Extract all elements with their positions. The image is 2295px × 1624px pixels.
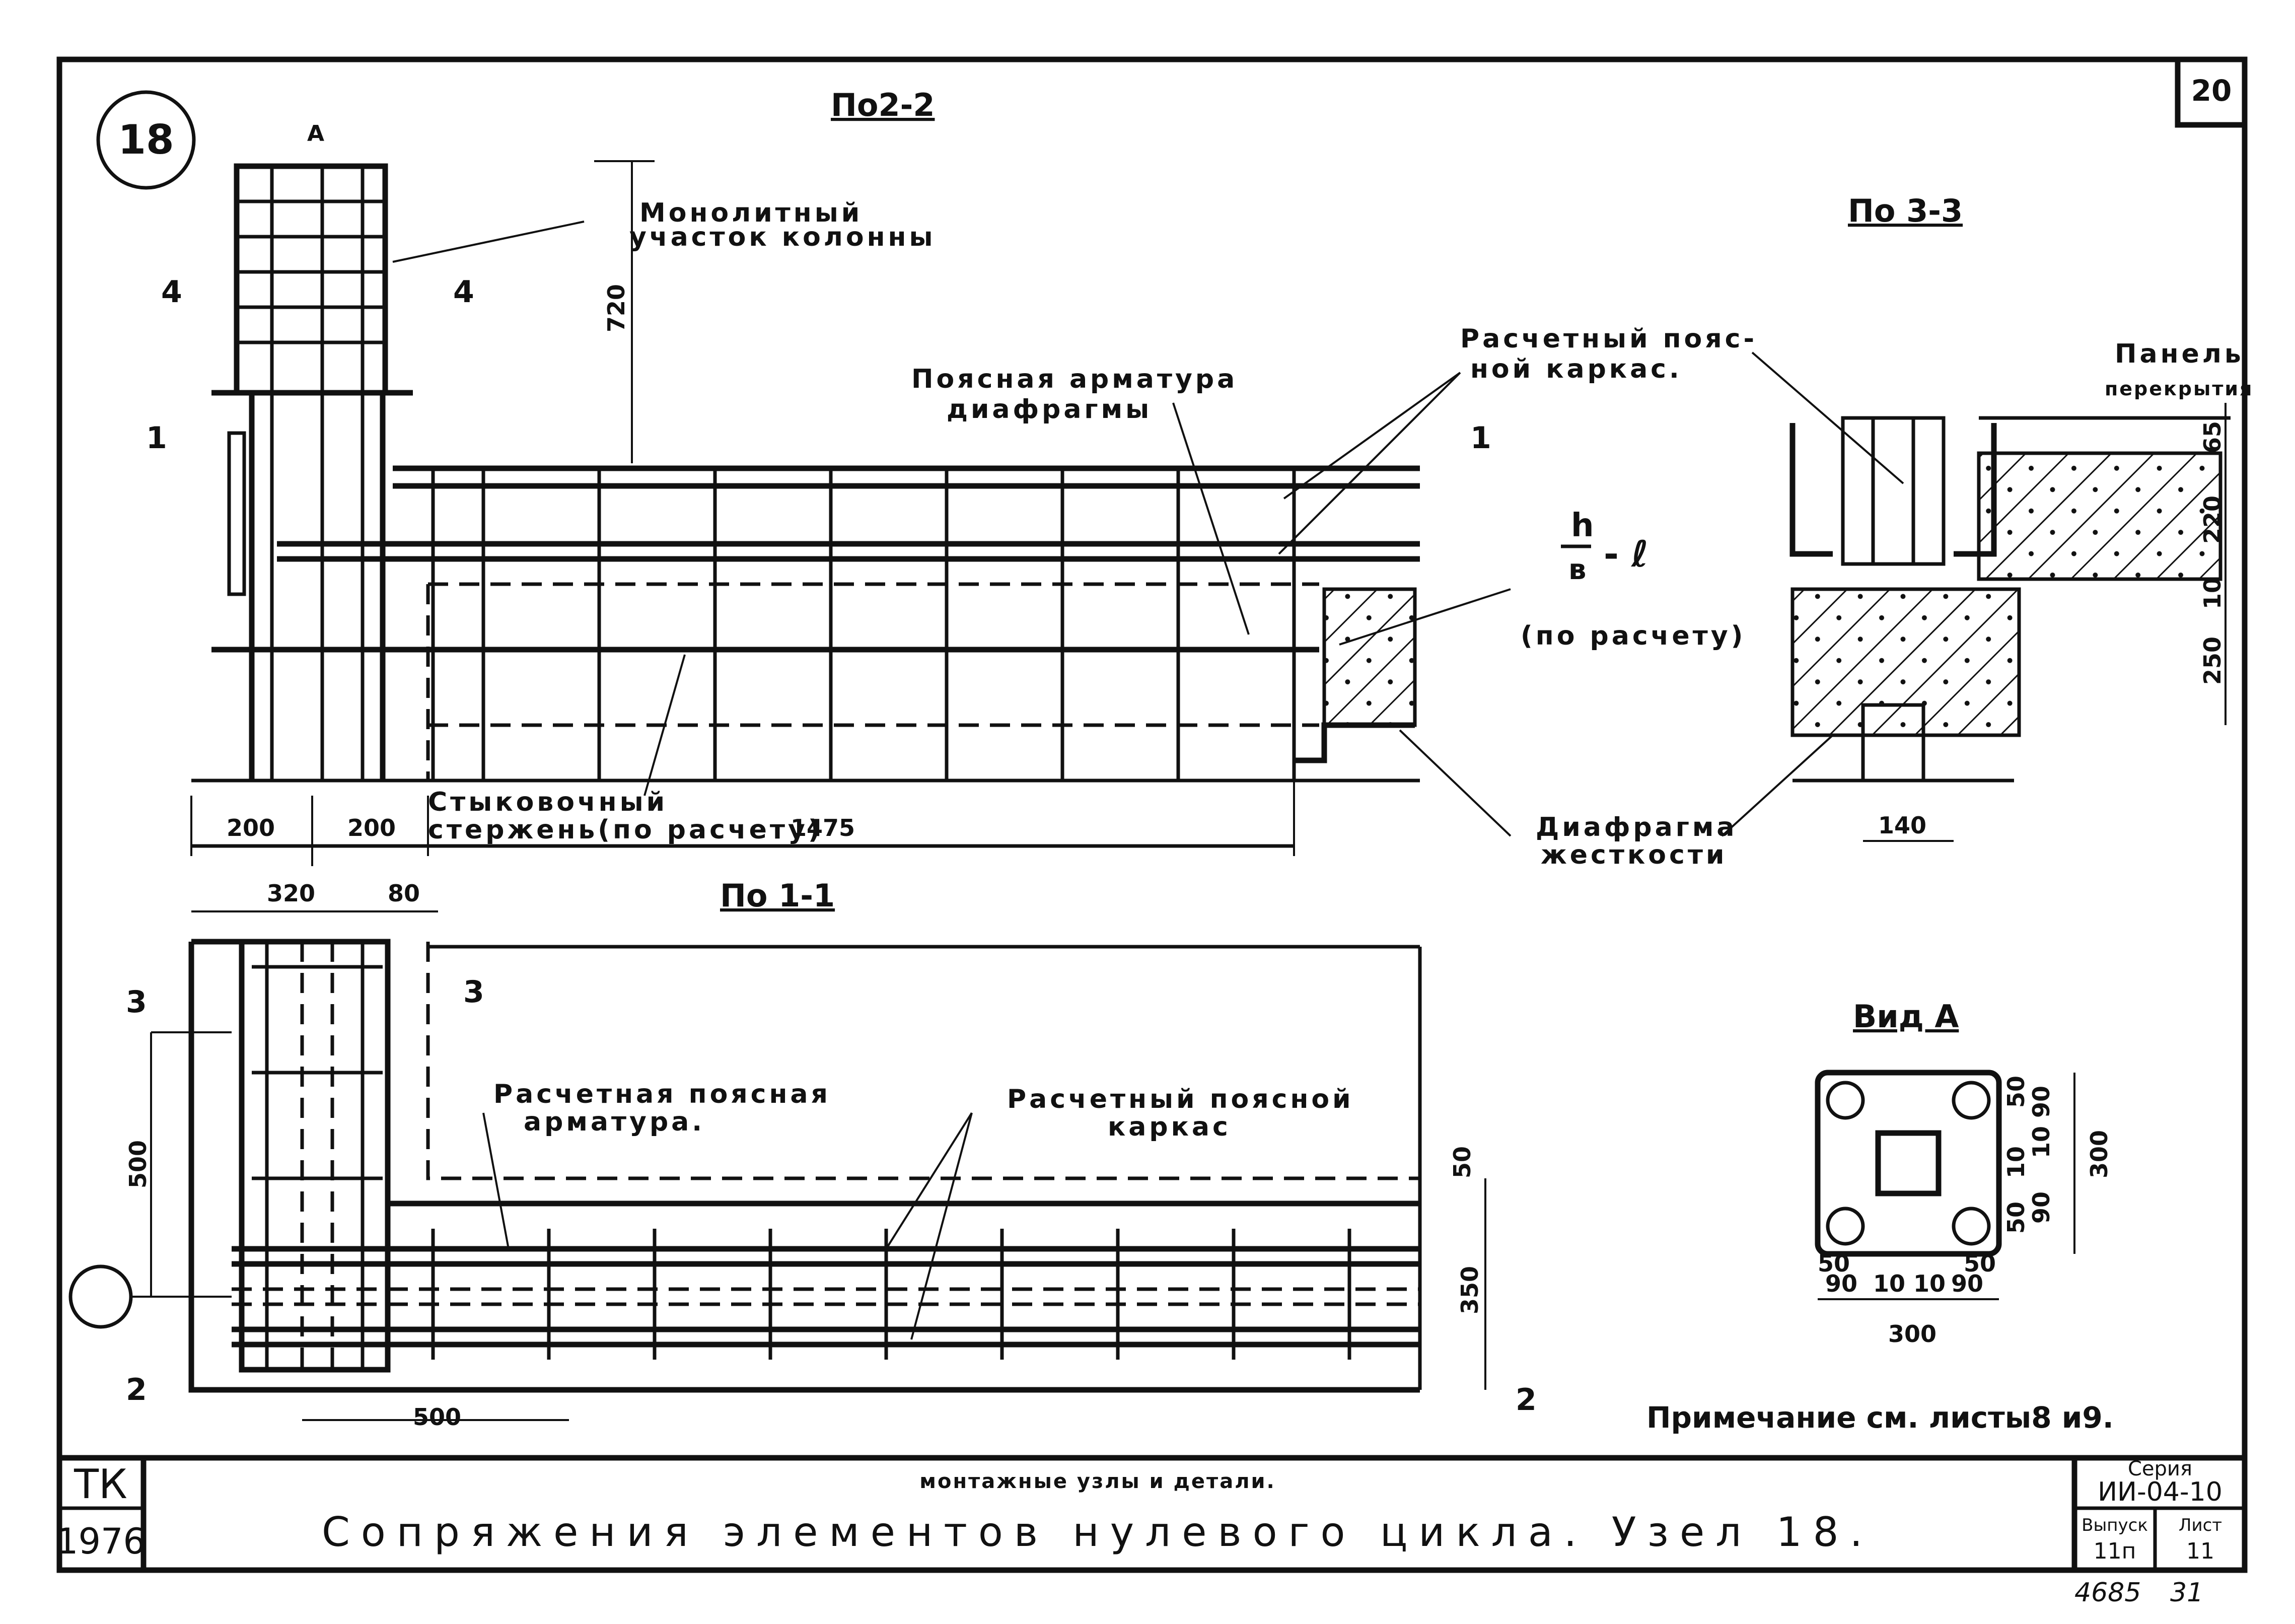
view-a-dim-h50b: 50 xyxy=(1964,1250,1996,1277)
leader-line xyxy=(885,1112,973,1250)
view-a-dim-50b: 50 xyxy=(2002,1202,2030,1234)
leader-line xyxy=(1399,729,1512,837)
label-panel-1: Панель xyxy=(2115,339,2244,369)
mark-2-left: 2 xyxy=(126,1372,147,1407)
sheet-number: 20 xyxy=(2191,74,2232,108)
note: Примечание см. листы8 и9. xyxy=(1646,1400,2114,1435)
label-calc-arm-2: арматура. xyxy=(524,1107,705,1137)
leader-line xyxy=(392,221,585,263)
dim-250: 250 xyxy=(2199,637,2226,685)
dim-200a: 200 xyxy=(227,814,275,841)
label-belt-arm-1: Поясная арматура xyxy=(911,364,1238,394)
dim-1475: 1475 xyxy=(791,814,855,841)
leader-line xyxy=(1721,734,1834,837)
dim-350: 350 xyxy=(1456,1266,1483,1314)
leader-line xyxy=(643,654,686,796)
label-diaphragm-2: жесткости xyxy=(1541,840,1727,870)
leader-line xyxy=(1172,402,1250,635)
label-joint-1: Стыковочный xyxy=(428,787,668,817)
view-a-dim-h90b: 90 xyxy=(1951,1270,1983,1297)
view-a-dim-h90a: 90 xyxy=(1825,1270,1857,1297)
label-panel-2: перекрытия xyxy=(2105,378,2253,400)
title-block-series: ИИ-04-10 xyxy=(2098,1477,2222,1507)
dim-200b: 200 xyxy=(347,814,396,841)
dim-500-vertical: 500 xyxy=(124,1140,152,1188)
section-title-view-a: Вид А xyxy=(1853,998,1959,1035)
sheet-number-box xyxy=(2175,56,2248,128)
label-joint-2: стержень(по расчету) xyxy=(428,815,823,845)
view-a-dim-10b: 10 xyxy=(2002,1146,2030,1178)
dim-320: 320 xyxy=(267,880,315,907)
mark-4-left: 4 xyxy=(161,274,182,310)
mark-a: А xyxy=(307,121,324,147)
title-block-subtitle: монтажные узлы и детали. xyxy=(919,1470,1275,1493)
dim-220: 220 xyxy=(2199,496,2226,544)
formula-denominator: в xyxy=(1568,553,1586,586)
label-calc-frame-2: ной каркас. xyxy=(1470,354,1682,384)
dim-10: 10 xyxy=(2199,577,2226,609)
view-a-dim-90b: 90 xyxy=(2028,1191,2055,1224)
mark-2-right: 2 xyxy=(1516,1382,1537,1418)
section-title-2-2: По2-2 xyxy=(831,87,935,123)
section-title-3-3: По 3-3 xyxy=(1848,192,1963,229)
title-block-sheet-label: Лист xyxy=(2179,1515,2222,1535)
view-a-dim-90a: 90 xyxy=(2028,1086,2055,1118)
node-circle xyxy=(96,90,196,190)
mark-3-left: 3 xyxy=(126,984,147,1020)
title-block-org: ТК xyxy=(74,1461,127,1508)
view-a-dim-50a: 50 xyxy=(2002,1076,2030,1108)
mark-4-right: 4 xyxy=(453,274,474,310)
title-block-year: 1976 xyxy=(56,1521,146,1562)
label-calc-arm-1: Расчетная поясная xyxy=(493,1079,831,1109)
dim-80: 80 xyxy=(388,880,420,907)
label-diaphragm-1: Диафрагма xyxy=(1536,812,1738,842)
leader-line xyxy=(1278,372,1461,555)
label-monolith-2: участок колонны xyxy=(629,222,936,252)
leader-line xyxy=(482,1112,510,1249)
leader-line xyxy=(1339,588,1511,646)
leader-line xyxy=(910,1112,973,1340)
label-calc-frame-b1: Расчетный поясной xyxy=(1007,1084,1354,1114)
title-block-issue-label: Выпуск xyxy=(2082,1515,2148,1535)
label-calc-frame-1: Расчетный пояс- xyxy=(1460,324,1757,354)
section-1-1-drawing xyxy=(68,910,1486,1421)
label-by-calc: (по расчету) xyxy=(1521,621,1746,651)
view-a-drawing xyxy=(1815,1070,2075,1300)
handwritten-number-2: 31 xyxy=(2170,1578,2203,1608)
view-a-dim-300h: 300 xyxy=(1888,1320,1937,1348)
label-belt-arm-2: диафрагмы xyxy=(947,394,1152,425)
dim-50: 50 xyxy=(1449,1146,1476,1178)
dim-500-horizontal: 500 xyxy=(413,1403,461,1431)
formula-numerator: h xyxy=(1571,507,1594,544)
mark-1-left: 1 xyxy=(146,420,167,456)
view-a-dim-10a: 10 xyxy=(2028,1126,2055,1158)
view-a-dim-300v: 300 xyxy=(2086,1130,2113,1178)
label-calc-frame-b2: каркас xyxy=(1108,1112,1231,1142)
title-block-series-label: Серия xyxy=(2128,1457,2192,1480)
mark-3-right: 3 xyxy=(463,974,484,1010)
title-block-issue: 11п xyxy=(2094,1538,2136,1564)
handwritten-number-1: 4685 xyxy=(2074,1578,2141,1608)
section-3-3-drawing xyxy=(1789,403,2231,842)
view-a-dim-h10b: 10 xyxy=(1913,1270,1946,1297)
mark-1-right: 1 xyxy=(1470,420,1491,456)
label-monolith-1: Монолитный xyxy=(639,198,863,228)
leader-line xyxy=(1751,351,1904,484)
view-a-dim-h10a: 10 xyxy=(1873,1270,1905,1297)
view-a-dim-h50a: 50 xyxy=(1818,1250,1850,1277)
dim-65: 65 xyxy=(2199,421,2226,453)
title-block-sheet: 11 xyxy=(2186,1538,2214,1564)
title-block-title: Сопряжения элементов нулевого цикла. Узе… xyxy=(322,1509,1874,1556)
node-number: 18 xyxy=(118,116,174,163)
sheet-frame xyxy=(56,56,2248,1573)
section-2-2-drawing xyxy=(191,160,1420,783)
formula-l: - ℓ xyxy=(1604,533,1648,575)
dim-140: 140 xyxy=(1878,812,1926,839)
leader-line xyxy=(1283,372,1461,500)
section-title-1-1: По 1-1 xyxy=(720,877,835,914)
dim-720: 720 xyxy=(603,284,630,332)
